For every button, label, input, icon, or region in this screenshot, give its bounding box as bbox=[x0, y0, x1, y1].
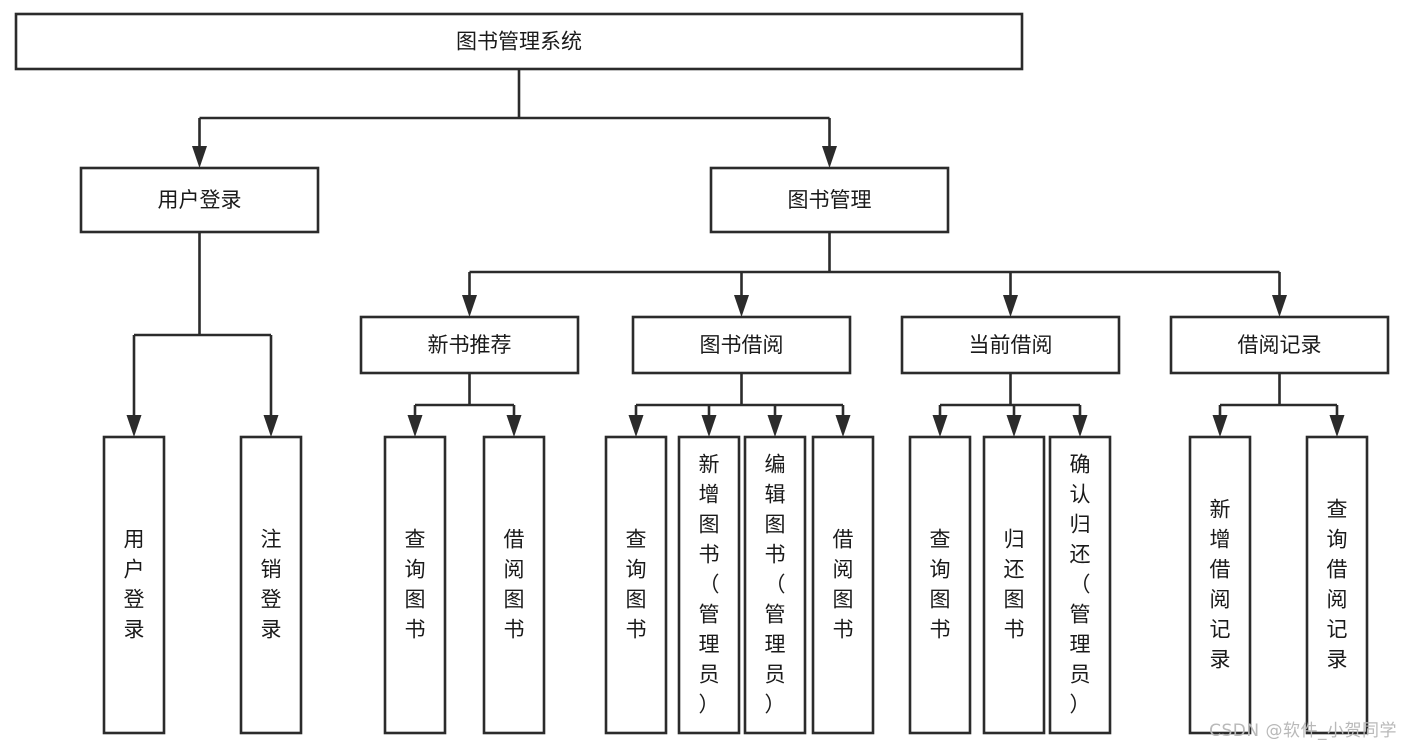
node-box-current-borrow[interactable] bbox=[900, 315, 1121, 375]
node-leaf-query-book-borrow[interactable]: 查询图书 bbox=[604, 435, 668, 735]
node-label-leaf-add-book: 新增图书（管理员） bbox=[699, 453, 720, 717]
node-leaf-query-record[interactable]: 查询借阅记录 bbox=[1305, 435, 1369, 735]
node-box-leaf-user-login[interactable] bbox=[102, 435, 166, 735]
node-label-new-book-rec: 新书推荐 bbox=[428, 333, 512, 357]
node-box-leaf-logout[interactable] bbox=[239, 435, 303, 735]
node-label-leaf-query-record: 查询借阅记录 bbox=[1327, 498, 1348, 672]
node-label-leaf-confirm-return: 确认归还（管理员） bbox=[1070, 453, 1091, 717]
node-leaf-edit-book[interactable]: 编辑图书（管理员） bbox=[743, 435, 807, 735]
node-leaf-query-book-rec[interactable]: 查询图书 bbox=[383, 435, 447, 735]
node-box-user-login[interactable] bbox=[79, 166, 320, 234]
node-box-leaf-add-record[interactable] bbox=[1188, 435, 1252, 735]
node-label-book-manage: 图书管理 bbox=[788, 188, 872, 212]
node-box-book-manage[interactable] bbox=[709, 166, 950, 234]
connector-group-current-borrow bbox=[932, 373, 1088, 437]
node-label-leaf-query-book-borrow: 查询图书 bbox=[626, 528, 647, 642]
node-box-book-borrow[interactable] bbox=[631, 315, 852, 375]
connector-group-root bbox=[192, 69, 837, 168]
node-box-leaf-return-book[interactable] bbox=[982, 435, 1046, 735]
node-box-leaf-borrow-book-rec[interactable] bbox=[482, 435, 546, 735]
node-box-leaf-query-record[interactable] bbox=[1305, 435, 1369, 735]
node-label-leaf-user-login: 用户登录 bbox=[124, 528, 145, 642]
node-label-user-login: 用户登录 bbox=[158, 188, 242, 212]
node-label-leaf-query-book-rec: 查询图书 bbox=[405, 528, 426, 642]
node-label-leaf-query-book-current: 查询图书 bbox=[930, 528, 951, 642]
node-box-new-book-rec[interactable] bbox=[359, 315, 580, 375]
node-leaf-confirm-return[interactable]: 确认归还（管理员） bbox=[1048, 435, 1112, 735]
node-book-borrow[interactable]: 图书借阅 bbox=[631, 315, 852, 375]
node-box-borrow-record[interactable] bbox=[1169, 315, 1390, 375]
node-book-manage[interactable]: 图书管理 bbox=[709, 166, 950, 234]
node-box-leaf-add-book[interactable] bbox=[677, 435, 741, 735]
node-root[interactable]: 图书管理系统 bbox=[14, 12, 1024, 71]
connector-group-borrow-record bbox=[1212, 373, 1345, 437]
node-leaf-query-book-current[interactable]: 查询图书 bbox=[908, 435, 972, 735]
node-leaf-user-login[interactable]: 用户登录 bbox=[102, 435, 166, 735]
connectors-layer bbox=[126, 69, 1345, 437]
connector-group-user-login bbox=[126, 232, 279, 437]
node-new-book-rec[interactable]: 新书推荐 bbox=[359, 315, 580, 375]
node-box-root[interactable] bbox=[14, 12, 1024, 71]
node-box-leaf-query-book-borrow[interactable] bbox=[604, 435, 668, 735]
node-box-leaf-borrow-book[interactable] bbox=[811, 435, 875, 735]
node-borrow-record[interactable]: 借阅记录 bbox=[1169, 315, 1390, 375]
connector-group-book-borrow bbox=[628, 373, 851, 437]
node-label-leaf-logout: 注销登录 bbox=[261, 528, 282, 642]
node-box-leaf-query-book-current[interactable] bbox=[908, 435, 972, 735]
node-label-leaf-borrow-book: 借阅图书 bbox=[833, 528, 854, 642]
nodes-layer: 图书管理系统用户登录图书管理新书推荐图书借阅当前借阅借阅记录用户登录注销登录查询… bbox=[14, 12, 1390, 735]
node-leaf-add-book[interactable]: 新增图书（管理员） bbox=[677, 435, 741, 735]
node-current-borrow[interactable]: 当前借阅 bbox=[900, 315, 1121, 375]
node-user-login[interactable]: 用户登录 bbox=[79, 166, 320, 234]
node-leaf-borrow-book-rec[interactable]: 借阅图书 bbox=[482, 435, 546, 735]
node-label-leaf-borrow-book-rec: 借阅图书 bbox=[504, 528, 525, 642]
node-label-leaf-add-record: 新增借阅记录 bbox=[1210, 498, 1231, 672]
node-label-leaf-return-book: 归还图书 bbox=[1004, 528, 1025, 642]
node-leaf-return-book[interactable]: 归还图书 bbox=[982, 435, 1046, 735]
node-leaf-borrow-book[interactable]: 借阅图书 bbox=[811, 435, 875, 735]
node-leaf-logout[interactable]: 注销登录 bbox=[239, 435, 303, 735]
node-label-book-borrow: 图书借阅 bbox=[700, 333, 784, 357]
node-label-borrow-record: 借阅记录 bbox=[1238, 333, 1322, 357]
node-box-leaf-confirm-return[interactable] bbox=[1048, 435, 1112, 735]
node-label-current-borrow: 当前借阅 bbox=[969, 333, 1053, 357]
node-label-leaf-edit-book: 编辑图书（管理员） bbox=[765, 453, 786, 717]
node-label-root: 图书管理系统 bbox=[456, 30, 582, 54]
connector-group-book-manage bbox=[462, 232, 1287, 317]
node-box-leaf-edit-book[interactable] bbox=[743, 435, 807, 735]
node-box-leaf-query-book-rec[interactable] bbox=[383, 435, 447, 735]
connector-group-new-book-rec bbox=[407, 373, 522, 437]
node-leaf-add-record[interactable]: 新增借阅记录 bbox=[1188, 435, 1252, 735]
